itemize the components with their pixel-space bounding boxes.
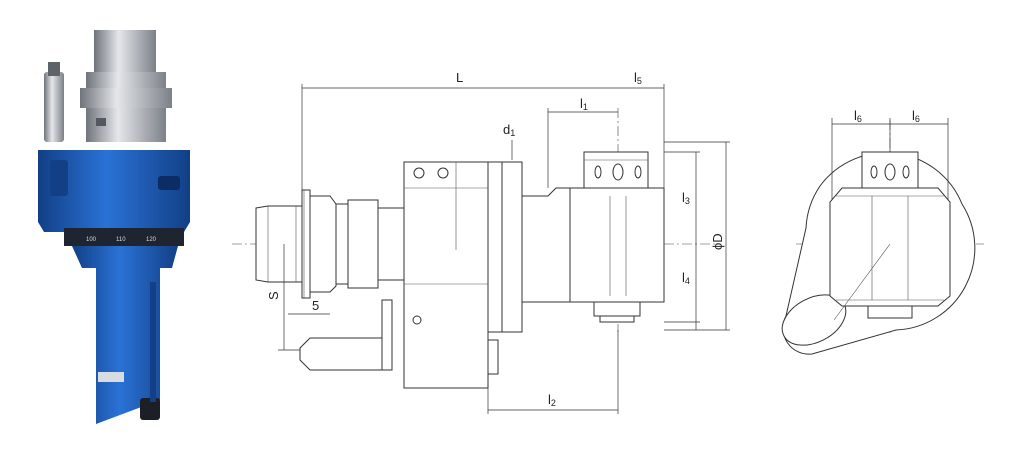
product-photo: 100 110 120 [38,30,190,424]
side-main-body [403,161,489,389]
side-output-head [569,187,665,303]
dim-d1: d1 [503,122,515,138]
dial-mark-110: 110 [116,237,126,243]
dial-mark-100: 100 [86,237,97,243]
dim-phiD: ϕD [710,233,725,250]
side-lower-stub [299,337,383,371]
side-flange [301,189,311,299]
end-view: l6 l6 [781,108,984,355]
dim-l6-right: l6 [912,108,920,124]
side-output-collet [593,301,641,317]
photo-column [72,246,178,424]
dim-l5: l5 [634,70,642,86]
side-body-screw [412,315,422,325]
side-view: L l5 l1 d1 l3 l4 ϕD S 5 l2 [232,70,730,414]
side-arm [521,187,571,303]
dim-l6-left: l6 [854,108,862,124]
dim-L: L [456,70,463,85]
end-bottom-collet [867,305,913,319]
dim-l4: l4 [682,270,690,286]
photo-side-stud [44,72,64,142]
end-square-head [829,187,951,307]
side-shank [255,205,303,283]
dim-l1: l1 [580,96,588,112]
dim-l3: l3 [682,190,690,206]
photo-shank-top [94,30,156,72]
dim-l2: l2 [548,392,556,408]
photo-dial-ring [64,228,184,246]
photo-housing [38,150,190,232]
dim-S: S [266,291,281,300]
dim-5: 5 [312,298,319,313]
side-neck [335,203,349,285]
dial-mark-120: 120 [146,237,157,243]
